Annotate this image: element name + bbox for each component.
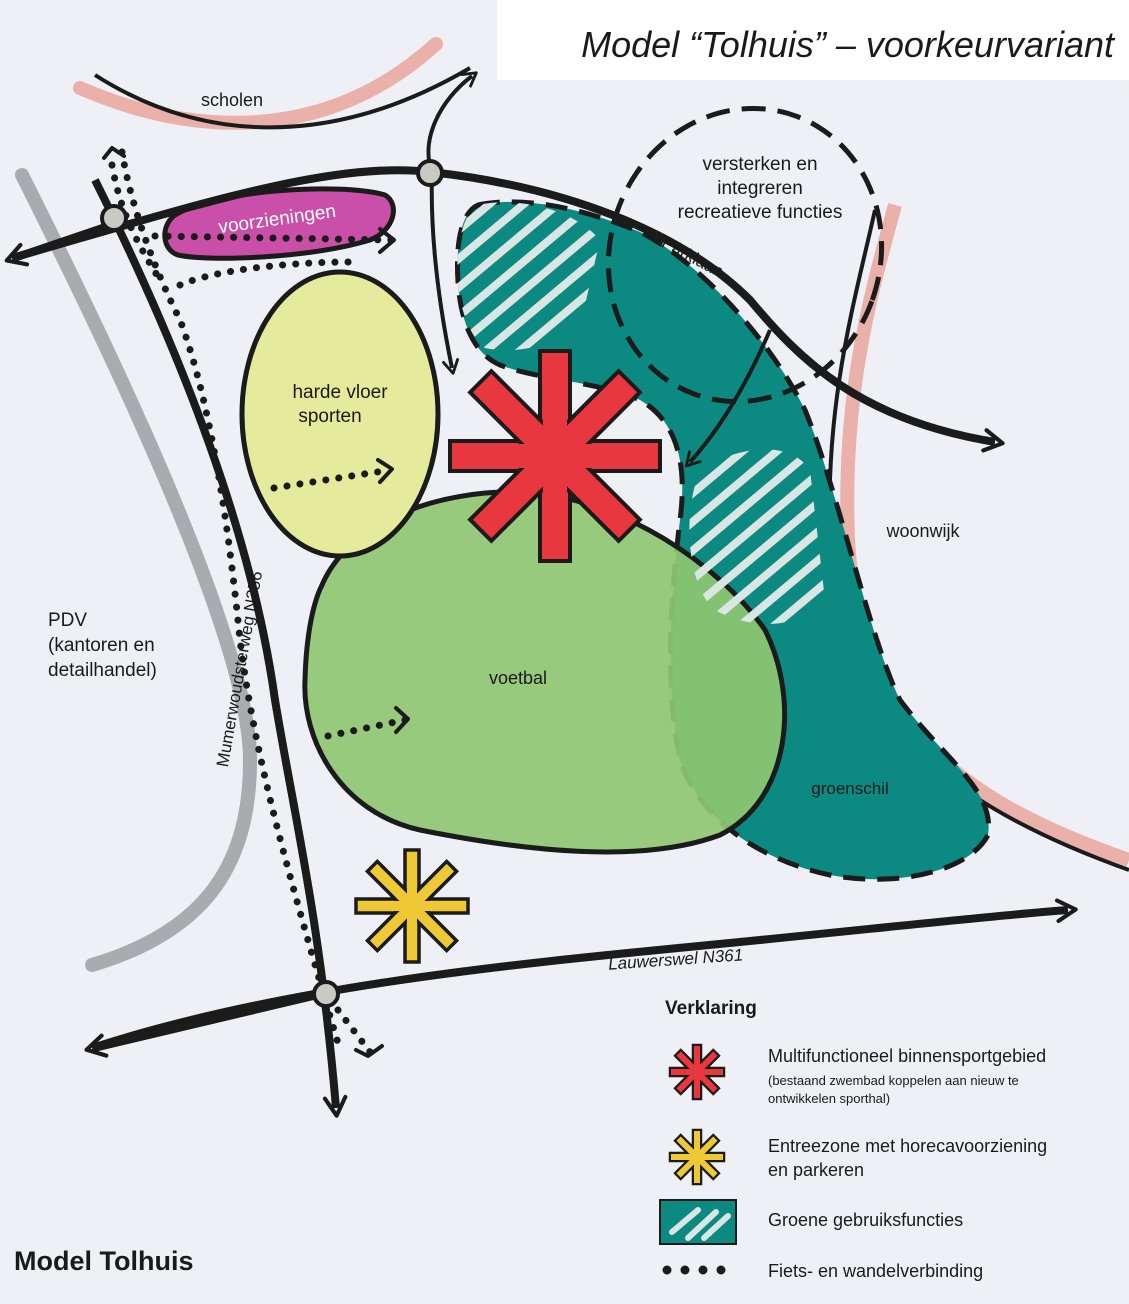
- label-recreatief-2: integreren: [717, 178, 803, 199]
- legend-label-fiets: Fiets- en wandelverbinding: [768, 1261, 983, 1281]
- recreatief-connector-arrow: [684, 329, 772, 468]
- map-title: Model “Tolhuis” – voorkeurvariant: [581, 24, 1116, 65]
- label-recreatief-3: recreatieve functies: [678, 202, 843, 223]
- junction-north: [416, 159, 444, 187]
- title-panel: [497, 0, 1129, 80]
- legend-label-multifunctioneel: Multifunctioneel binnensportgebied: [768, 1046, 1046, 1066]
- junction-north-west: [100, 204, 128, 232]
- dotted-routes: [108, 148, 409, 1056]
- legend-yellow-asterisk-icon: [668, 1128, 726, 1186]
- red-asterisk-icon: [448, 349, 662, 563]
- legend-hatched-green-icon: [659, 1199, 737, 1245]
- lauwerswel-west-arrow: [84, 989, 327, 1058]
- dotted-route-arrowheads: [102, 146, 410, 1058]
- legend-sub-multifunctioneel-2: ontwikkelen sporthal): [768, 1091, 890, 1106]
- parklaan-west-arrow: [4, 218, 122, 267]
- harde-vloer-zone: [239, 269, 441, 559]
- label-voetbal: voetbal: [489, 668, 547, 688]
- label-harde-vloer-1: harde vloer: [292, 382, 388, 403]
- label-groenschil: groenschil: [811, 779, 889, 798]
- label-pdv-2: (kantoren en: [48, 635, 155, 656]
- hatched-area-middle: [689, 449, 825, 624]
- hatched-area-top: [457, 202, 600, 351]
- label-recreatief-1: versterken en: [702, 154, 817, 175]
- label-woonwijk: woonwijk: [885, 521, 960, 541]
- label-pdv-3: detailhandel): [48, 660, 157, 681]
- label-harde-vloer-2: sporten: [298, 406, 361, 427]
- legend-dotted-line-icon: [662, 1265, 726, 1275]
- legend-sub-multifunctioneel-1: (bestaand zwembad koppelen aan nieuw te: [768, 1073, 1019, 1088]
- north-connector-arrow: [426, 71, 478, 173]
- legend-title: Verklaring: [665, 998, 757, 1019]
- junction-south: [312, 980, 340, 1008]
- label-scholen: scholen: [201, 90, 263, 110]
- yellow-asterisk-icon: [354, 848, 470, 964]
- corner-title: Model Tolhuis: [14, 1246, 193, 1276]
- recreatief-zone: [605, 105, 885, 405]
- parklaan-road: [10, 166, 1005, 453]
- south-connector-arrow: [429, 171, 460, 375]
- scholen-edge: [73, 37, 443, 130]
- lauwerswel-road: [90, 898, 1078, 1052]
- legend-label-entreezone-1: Entreezone met horecavoorziening: [768, 1136, 1047, 1156]
- legend-label-groene: Groene gebruiksfuncties: [768, 1210, 963, 1230]
- scholen-boundary: [93, 66, 472, 130]
- legend-label-entreezone-2: en parkeren: [768, 1160, 864, 1180]
- pdv-edge: [15, 168, 258, 972]
- mumerwoudsterweg-road: [91, 178, 348, 1118]
- legend: Verklaring Multifunctioneel binnensportg…: [659, 998, 1047, 1281]
- legend-red-asterisk-icon: [668, 1043, 726, 1101]
- label-pdv-1: PDV: [48, 610, 87, 631]
